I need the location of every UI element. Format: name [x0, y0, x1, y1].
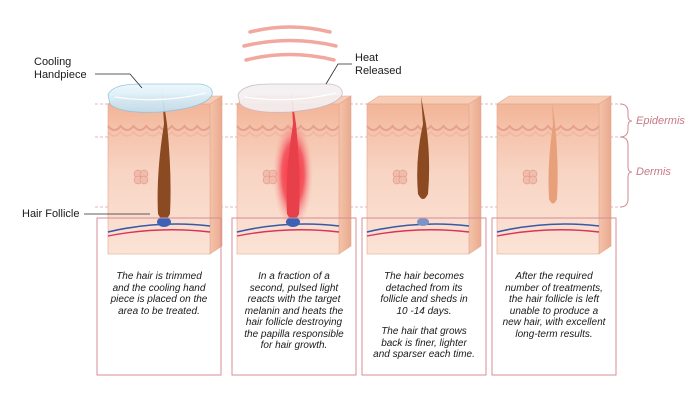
frame-step-3: [361, 217, 487, 376]
hair-papilla: [286, 217, 300, 227]
heat-wave-1: [248, 25, 332, 34]
hair-shaft-detached: [417, 96, 430, 199]
description-frames: [96, 217, 617, 376]
epidermis-wave-inner: [107, 131, 211, 137]
step-2-paragraph-1: In a fraction of a second, pulsed light …: [244, 271, 344, 351]
skin-side-face: [338, 95, 352, 255]
step-1-description: The hair is trimmed and the cooling hand…: [101, 271, 217, 326]
skin-block-3: [366, 95, 482, 255]
skin-side-face: [209, 95, 223, 255]
skin-top-face: [366, 95, 482, 105]
step-4-paragraph-1: After the required number of treatments,…: [502, 271, 606, 340]
dermis-bracket: [619, 136, 633, 208]
blood-vessel-red: [236, 229, 340, 237]
sebaceous-gland: [139, 175, 149, 185]
step-3-paragraph-1: The hair becomes detached from its folli…: [380, 271, 468, 317]
blood-vessel-red: [366, 229, 470, 237]
cooling-handpiece-2: [237, 83, 343, 113]
heat-released-label-1: Heat: [355, 52, 379, 64]
blood-vessel-blue: [366, 223, 470, 233]
hair-papilla: [157, 217, 171, 227]
sebaceous-gland: [398, 175, 408, 185]
hair-papilla: [417, 218, 429, 226]
frame-step-1: [96, 217, 222, 376]
leader-lines: [84, 63, 352, 215]
epidermis-label: Epidermis: [636, 115, 685, 127]
skin-side-face: [468, 95, 482, 255]
heat-waves: [242, 25, 338, 62]
cooling-leader: [95, 73, 143, 89]
hair-follicle-label: Hair Follicle: [22, 208, 80, 220]
step-3-description: The hair becomes detached from its folli…: [366, 271, 482, 370]
epidermis-wave: [366, 124, 470, 131]
cooling-handpiece-1: [107, 83, 213, 113]
skin-side-face: [598, 95, 612, 255]
step-4-description: After the required number of treatments,…: [496, 271, 612, 349]
heat-released-label-2: Released: [355, 65, 402, 77]
sebaceous-gland: [528, 175, 538, 185]
epidermis-wave-inner: [496, 131, 600, 137]
epidermis-wave: [107, 124, 211, 131]
frame-step-2: [231, 217, 357, 376]
step-3-paragraph-2: The hair that grows back is finer, light…: [373, 326, 475, 360]
frame-step-4: [491, 217, 617, 376]
hair-shaft-heated: [286, 90, 300, 220]
skin-block-4: [496, 95, 612, 255]
heat-wave-2: [242, 38, 338, 48]
skin-block-1: [107, 90, 223, 255]
skin-blocks: [107, 90, 612, 255]
skin-block-2: [236, 90, 352, 255]
epidermis-wave-inner: [366, 131, 470, 137]
blood-vessel-red: [496, 229, 600, 237]
layer-brackets: [619, 103, 633, 208]
hair-shaft: [157, 90, 171, 220]
epidermis-bracket: [619, 103, 633, 138]
heat-wave-3: [244, 52, 336, 62]
cooling-handpiece-label-1: Cooling: [34, 56, 72, 68]
skin-top-face: [496, 95, 612, 105]
epidermis-wave: [496, 124, 600, 131]
hair-shaft-faded: [548, 102, 558, 204]
heat-leader: [325, 63, 352, 85]
blood-vessel-blue: [496, 223, 600, 233]
step-1-paragraph-1: The hair is trimmed and the cooling hand…: [110, 271, 208, 317]
cooling-handpiece-label-2: Handpiece: [34, 69, 87, 81]
step-2-description: In a fraction of a second, pulsed light …: [236, 271, 352, 361]
blood-vessel-red: [107, 229, 211, 237]
dermis-label: Dermis: [636, 166, 671, 178]
